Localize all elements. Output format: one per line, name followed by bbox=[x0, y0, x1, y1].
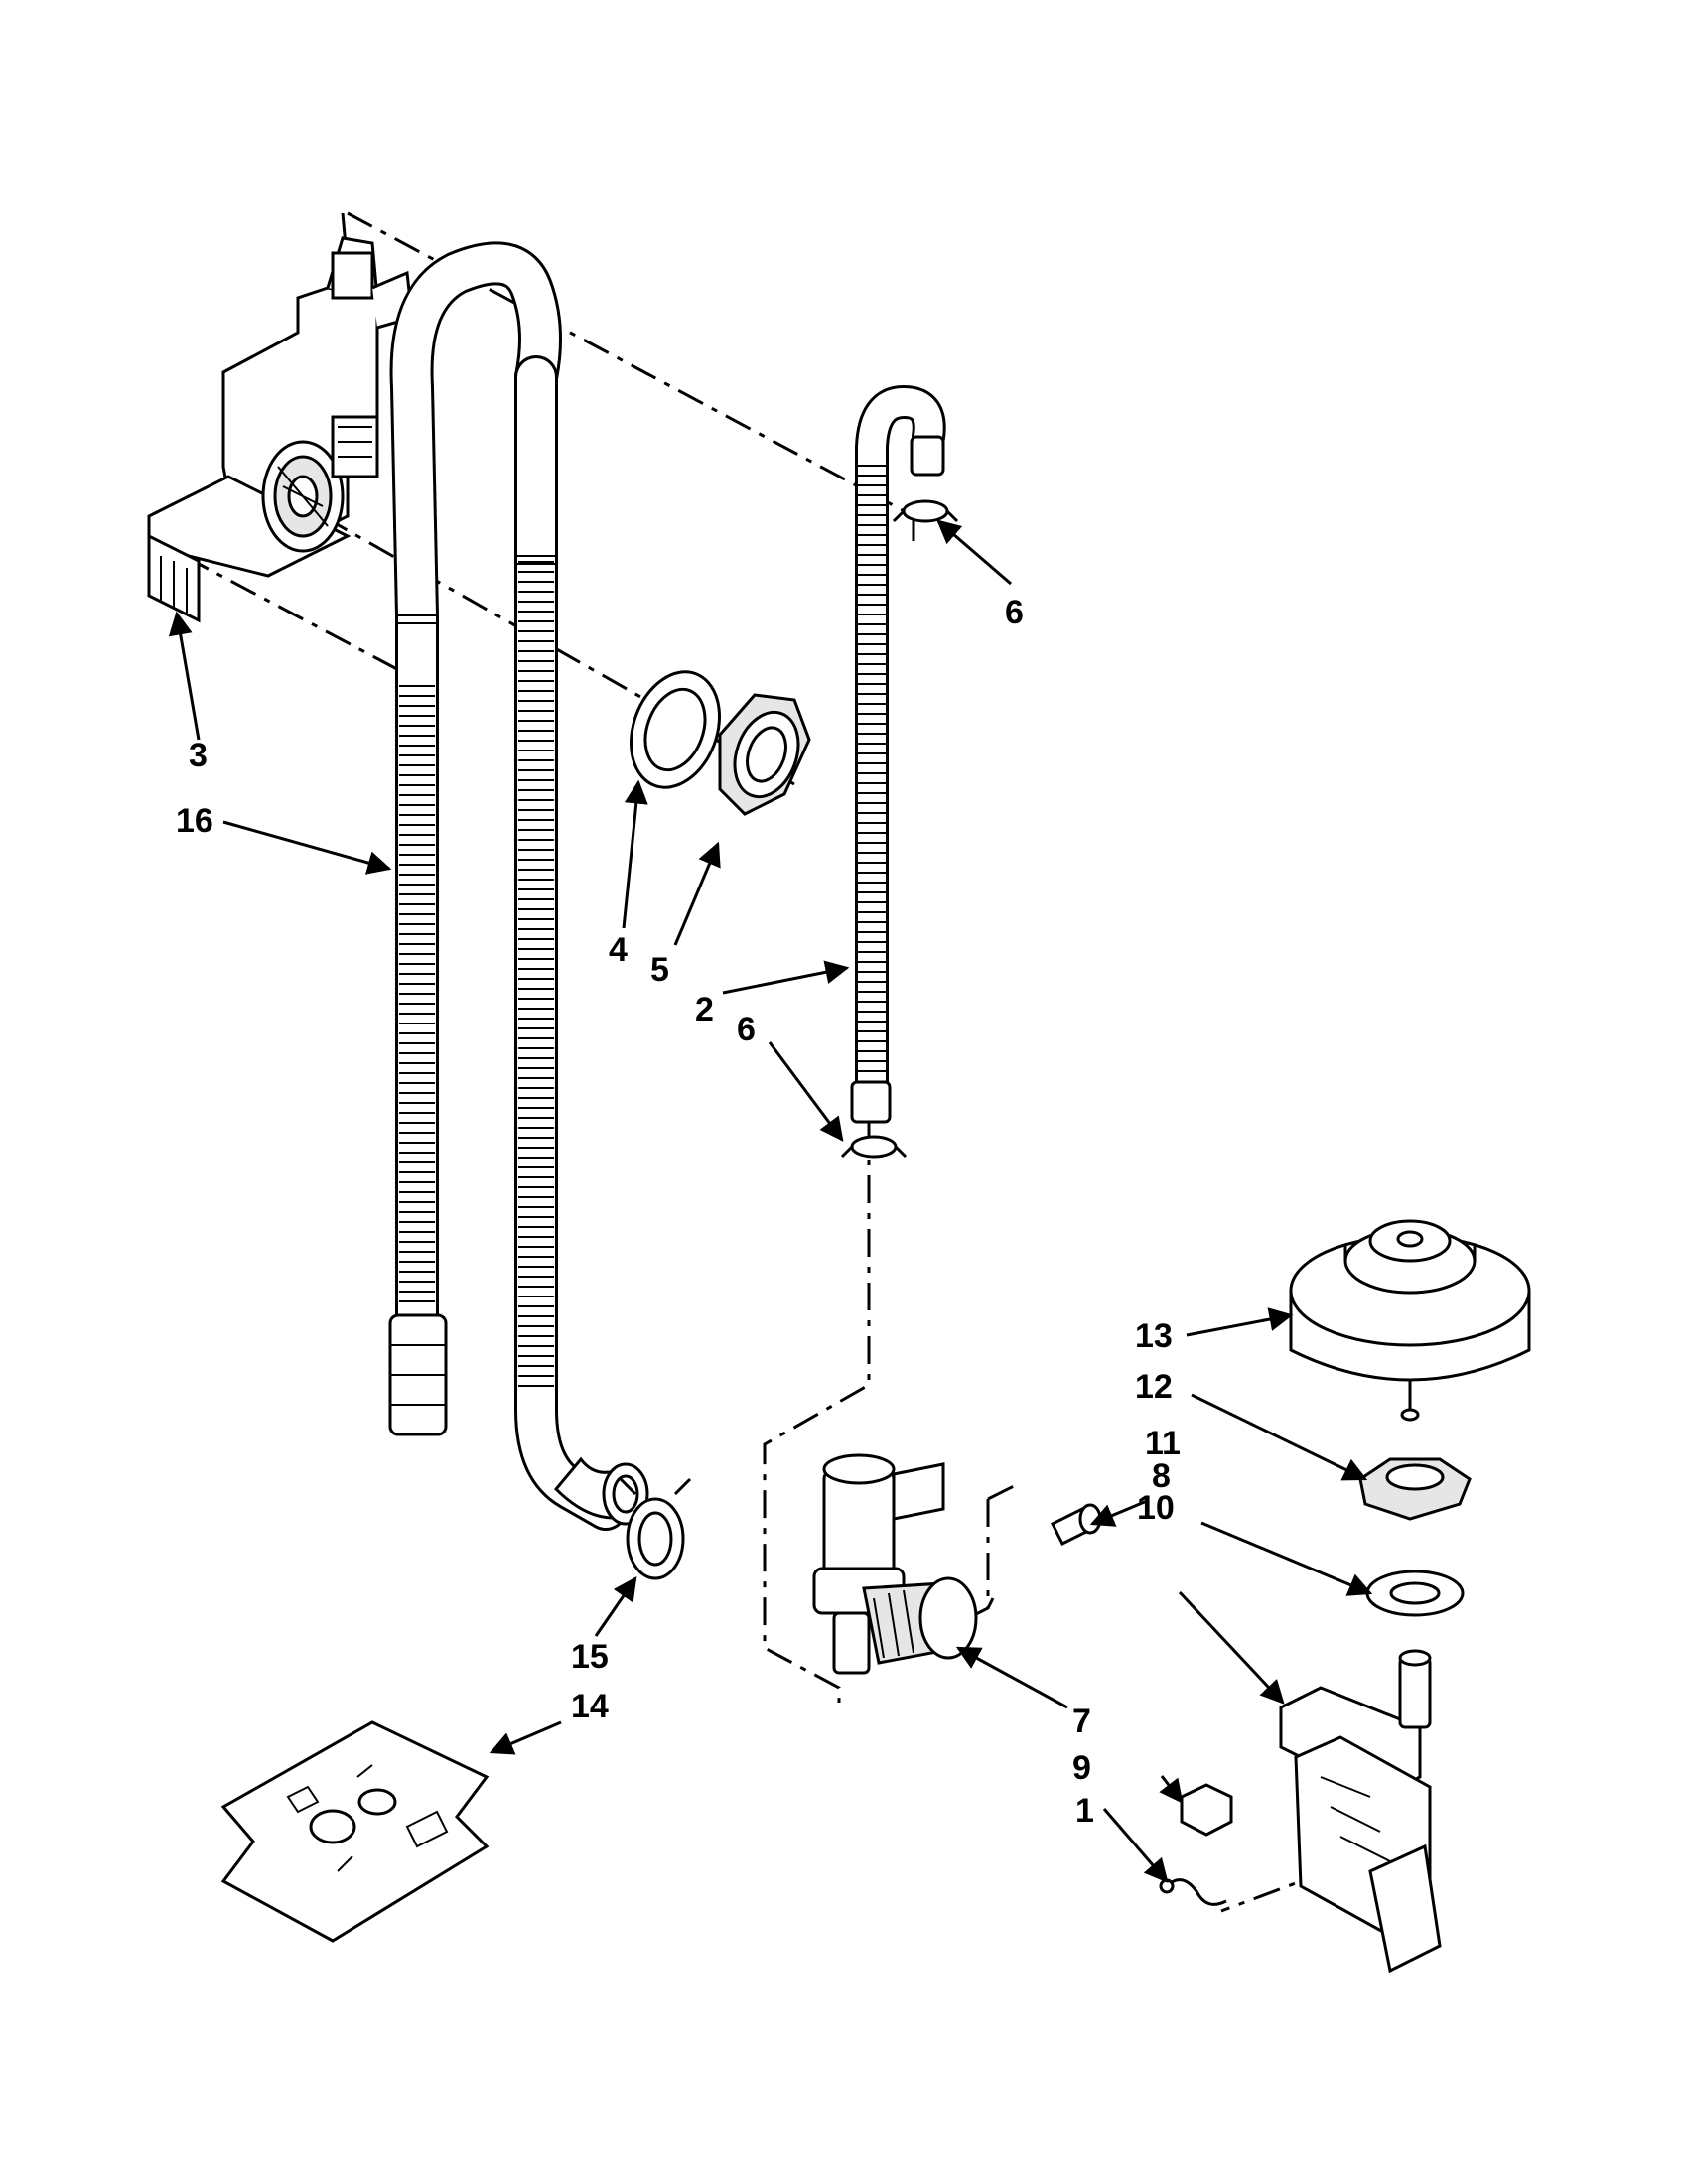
drain-hose-loop bbox=[514, 355, 649, 1531]
fill-hose-part-2 bbox=[850, 385, 946, 1124]
nut-part-5 bbox=[718, 693, 811, 816]
drain-hose-part-16 bbox=[388, 241, 562, 1436]
callout-6-top: 6 bbox=[1005, 594, 1024, 631]
callout-12: 12 bbox=[1135, 1368, 1173, 1406]
callout-6-bottom: 6 bbox=[737, 1011, 756, 1048]
gasket-part-11 bbox=[1365, 1570, 1465, 1617]
callout-11: 11 bbox=[1145, 1425, 1181, 1462]
hose-clamp-part-6-bottom bbox=[840, 1135, 908, 1159]
callout-15: 15 bbox=[571, 1638, 609, 1676]
wire-part-1 bbox=[1159, 1878, 1227, 1906]
callout-9: 9 bbox=[1072, 1749, 1091, 1787]
callout-16: 16 bbox=[176, 802, 213, 840]
callout-5: 5 bbox=[650, 951, 669, 989]
leader-lines bbox=[168, 519, 1373, 1883]
gasket-part-4 bbox=[630, 670, 721, 789]
nut-part-12 bbox=[1358, 1457, 1472, 1521]
hose-clamp-part-15 bbox=[619, 1477, 692, 1580]
callout-7: 7 bbox=[1072, 1703, 1091, 1740]
float-switch-part-9 bbox=[1180, 1783, 1233, 1837]
callout-1: 1 bbox=[1075, 1792, 1094, 1830]
float-part-13 bbox=[1289, 1219, 1531, 1422]
callout-14: 14 bbox=[571, 1688, 609, 1725]
water-valve-part-7 bbox=[812, 1453, 978, 1675]
callout-4: 4 bbox=[609, 931, 628, 969]
float-switch-bracket-part-10 bbox=[1279, 1649, 1442, 1974]
callout-labels: 3 16 4 5 2 6 6 13 12 11 8 10 7 9 1 15 14 bbox=[176, 594, 1181, 1830]
hose-clamp-part-6-top bbox=[892, 499, 959, 523]
callout-10: 10 bbox=[1137, 1489, 1175, 1527]
callout-3: 3 bbox=[189, 737, 208, 774]
manifold-bracket-part-3 bbox=[147, 236, 414, 623]
hardware-bag-part-14 bbox=[220, 1720, 490, 1943]
callout-8: 8 bbox=[1152, 1457, 1171, 1495]
callout-13: 13 bbox=[1135, 1317, 1173, 1355]
callout-2: 2 bbox=[695, 991, 714, 1028]
